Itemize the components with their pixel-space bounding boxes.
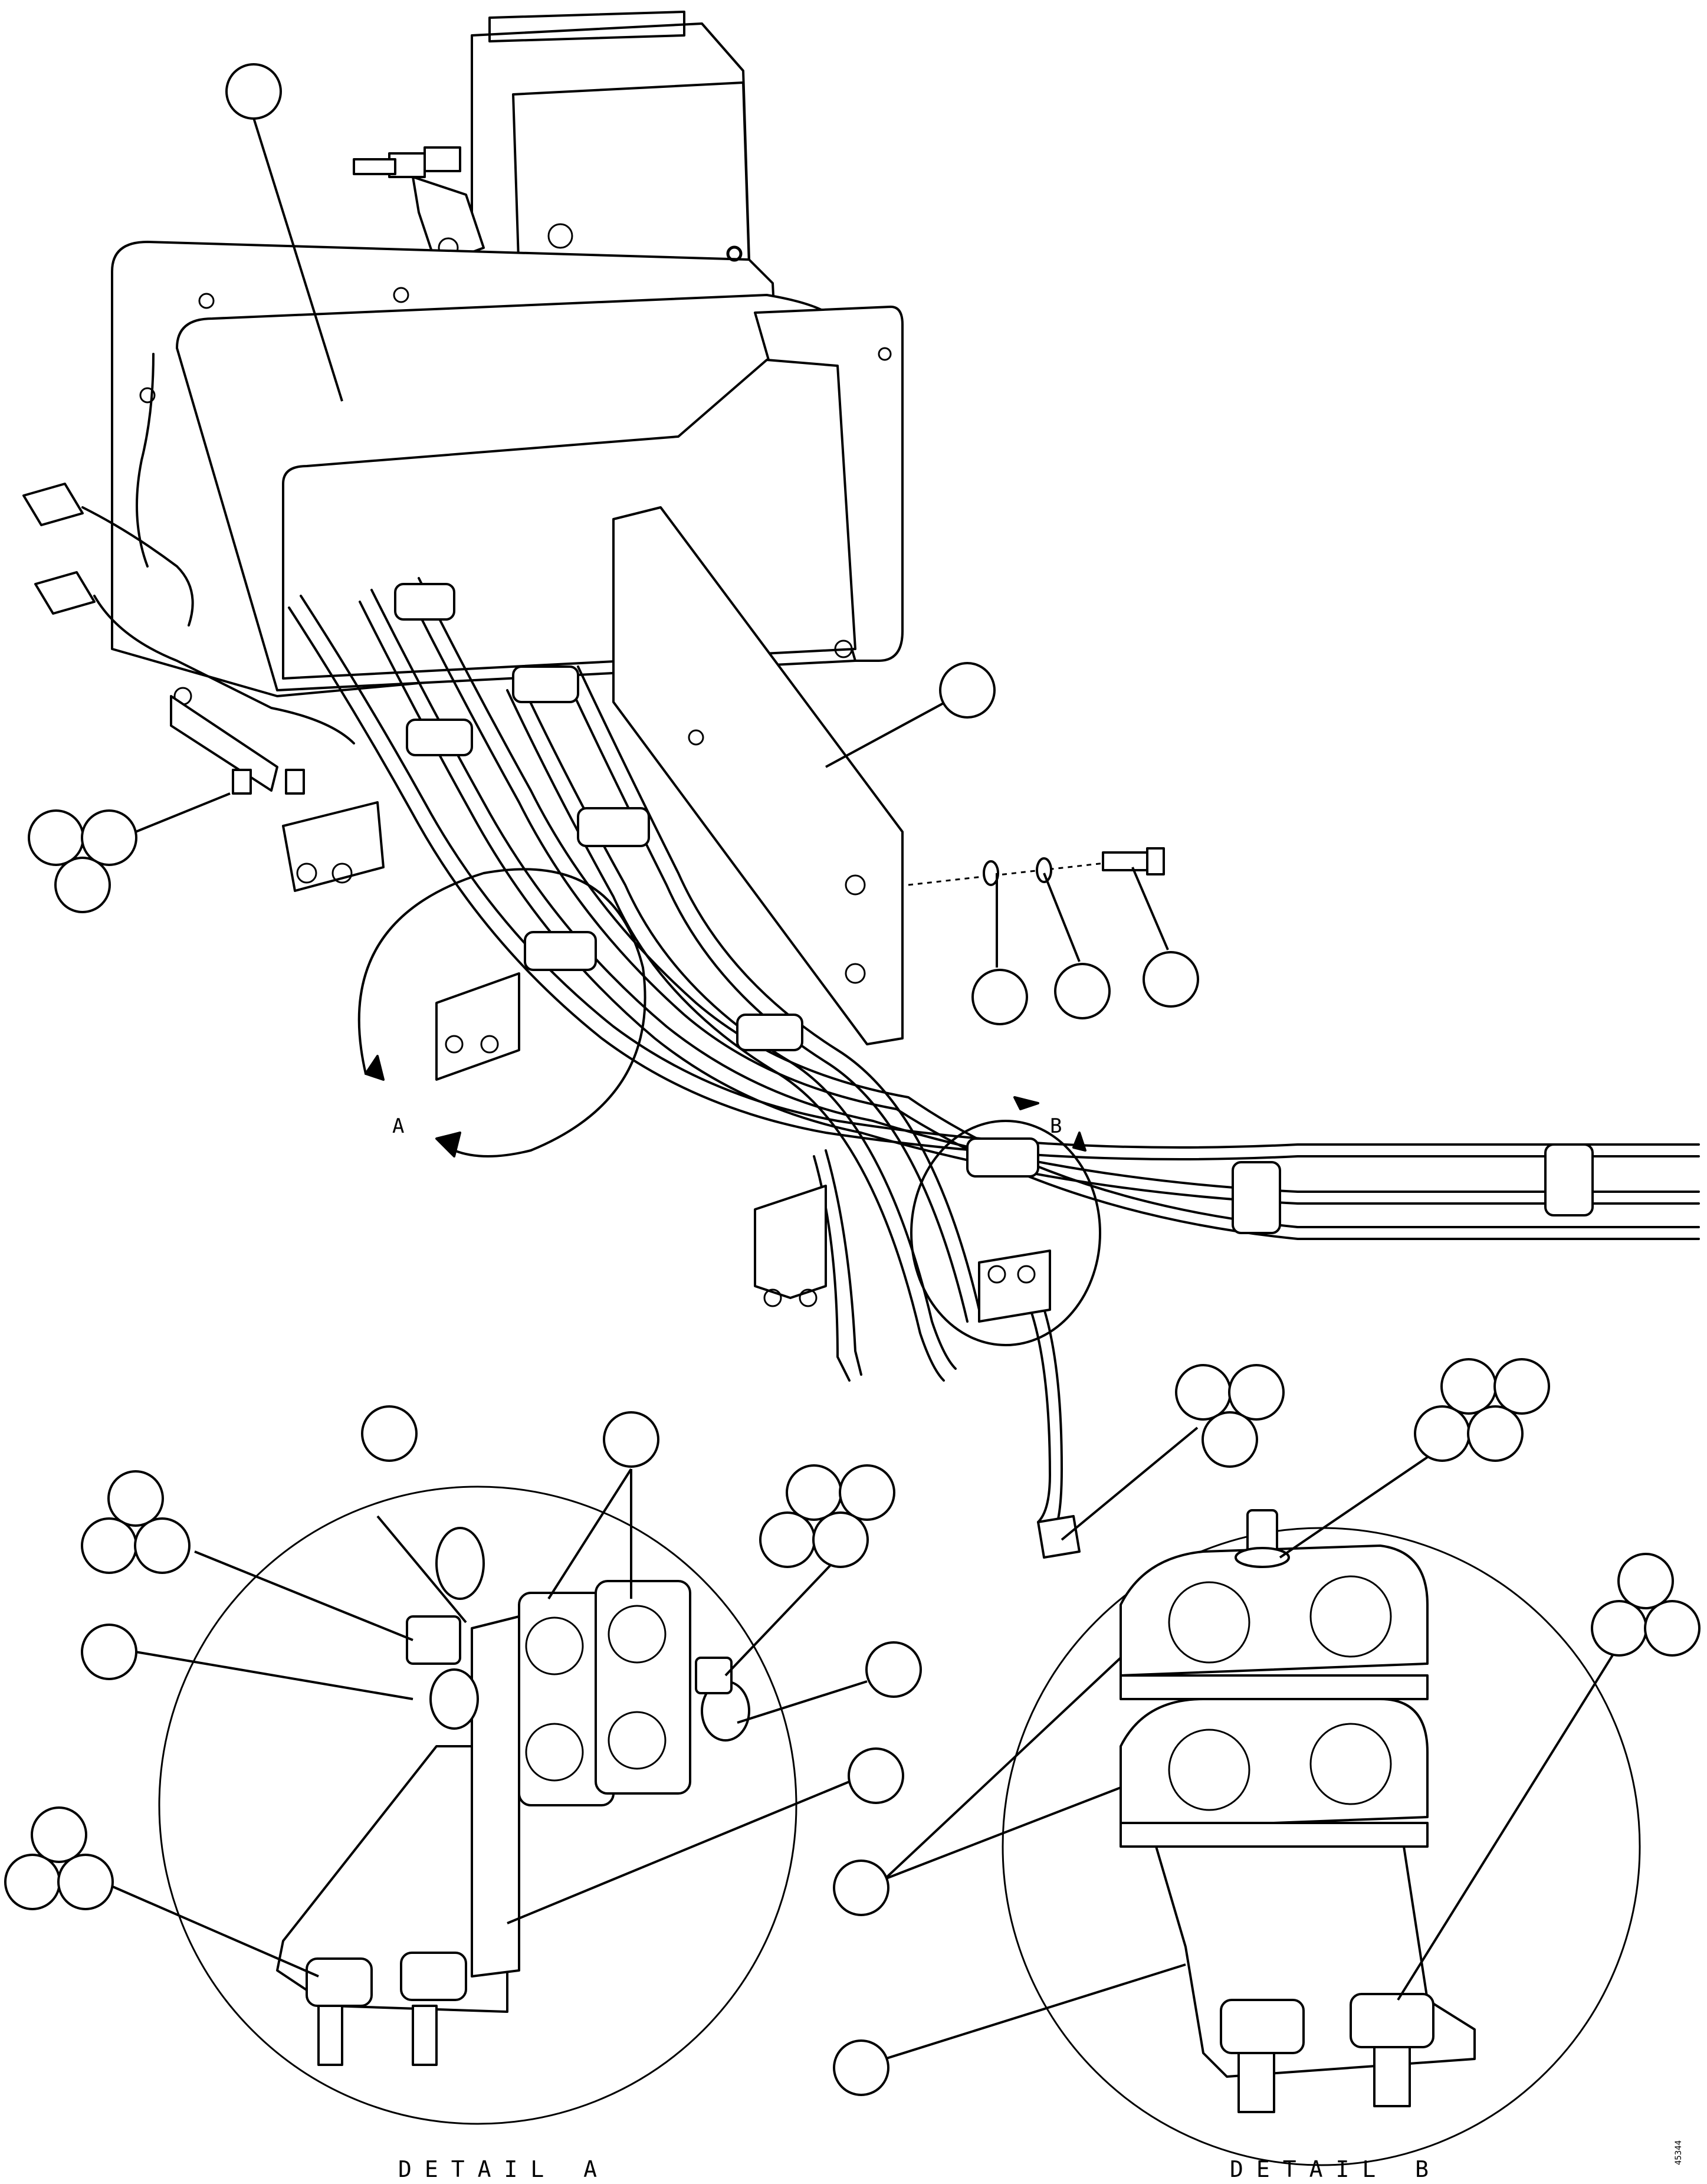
callout-bubble — [57, 1854, 114, 1910]
drawing-number: 45344 — [1674, 2140, 1683, 2165]
bolt-washer-stack — [908, 847, 1165, 886]
callout-bubble — [833, 2039, 889, 2096]
callout-bubble — [812, 1511, 869, 1568]
detail-b-caption: DETAIL B — [1230, 2156, 1442, 2182]
callout-bubble — [759, 1511, 816, 1568]
callout-bubble — [1143, 951, 1199, 1008]
callout-bubble — [1440, 1358, 1497, 1415]
reservoir-box — [471, 11, 750, 278]
callout-bubble — [81, 1624, 137, 1680]
callouts-detail-b — [833, 1358, 1701, 2096]
callout-bubble — [1617, 1553, 1674, 1609]
left-hose-fittings — [22, 353, 355, 745]
callout-bubble — [1644, 1600, 1701, 1657]
callout-bubble — [31, 1806, 87, 1863]
callout-bubble — [225, 63, 282, 120]
callout-bubble — [1202, 1411, 1258, 1468]
callout-bubble — [1228, 1364, 1285, 1421]
callout-bubble — [848, 1747, 904, 1804]
callout-bubble — [1414, 1405, 1470, 1462]
callout-bubble — [81, 809, 137, 866]
callout-bubble — [1054, 963, 1111, 1019]
callouts-main — [28, 63, 1285, 1541]
hose-end-fitting — [1037, 1515, 1081, 1559]
callout-bubble — [361, 1405, 418, 1462]
callout-bubble — [786, 1464, 842, 1521]
callout-bubble — [134, 1517, 191, 1574]
callout-bubble — [28, 809, 84, 866]
callout-bubble — [1467, 1405, 1524, 1462]
callout-bubble — [865, 1641, 922, 1698]
callout-bubble — [939, 662, 996, 719]
callout-bubble — [81, 1517, 137, 1574]
tank-body — [111, 241, 904, 706]
left-mounting-bracket — [170, 695, 385, 892]
detail-a-marker: A — [392, 1114, 405, 1138]
callout-bubble — [971, 969, 1028, 1025]
callouts-detail-a — [4, 1405, 922, 1978]
callout-bubble — [54, 857, 111, 913]
detail-a-caption: DETAIL A — [398, 2156, 610, 2182]
main-assembly-view: A B — [22, 11, 1700, 1559]
detail-b-view: DETAIL B 45344 — [833, 1358, 1701, 2182]
mounting-plate — [612, 506, 904, 1045]
callout-bubble — [839, 1464, 895, 1521]
detail-b-marker: B — [1050, 1114, 1063, 1138]
detail-circle-a: A — [357, 868, 646, 1157]
callout-bubble — [1493, 1358, 1550, 1415]
hose-clamps — [394, 583, 1594, 1323]
callout-bubble — [1591, 1600, 1647, 1657]
callout-bubble — [1175, 1364, 1232, 1421]
callout-bubble — [107, 1470, 164, 1527]
detail-circle-b: B — [910, 1096, 1101, 1346]
callout-bubble — [833, 1860, 889, 1916]
detail-a-view: DETAIL A — [4, 1405, 922, 2182]
callout-bubble — [603, 1411, 659, 1468]
callout-bubble — [4, 1854, 61, 1910]
valve-fitting — [353, 146, 485, 267]
